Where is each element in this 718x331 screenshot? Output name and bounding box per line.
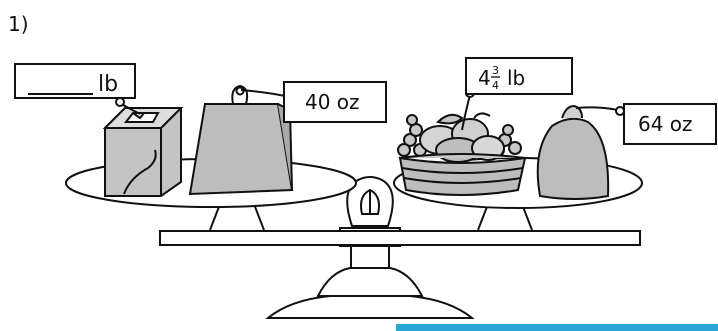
box-object <box>105 108 181 196</box>
box-tag-unit: lb <box>98 72 118 97</box>
accent-bar <box>396 324 718 331</box>
box-tag-hole <box>116 98 124 106</box>
sack-tag-text: 64 oz <box>638 112 693 136</box>
sack-tag-hole <box>616 107 624 115</box>
basket-weight-tag: 4 3 4 lb <box>466 58 572 94</box>
basket-tag-denominator: 4 <box>492 79 499 92</box>
bag-tag-text: 40 oz <box>305 90 360 114</box>
sack-object <box>538 106 608 199</box>
basket-tag-numerator: 3 <box>492 64 499 77</box>
fruit-basket-object <box>398 113 525 195</box>
box-weight-tag: lb <box>15 64 135 98</box>
bag-weight-tag: 40 oz <box>284 82 386 122</box>
basket-tag-unit: lb <box>507 66 525 90</box>
basket-tag-whole: 4 <box>478 66 491 90</box>
sack-tag-string <box>576 107 618 110</box>
bag-object <box>190 86 292 194</box>
sack-weight-tag: 64 oz <box>624 104 716 144</box>
problem-number: 1) <box>8 12 29 36</box>
